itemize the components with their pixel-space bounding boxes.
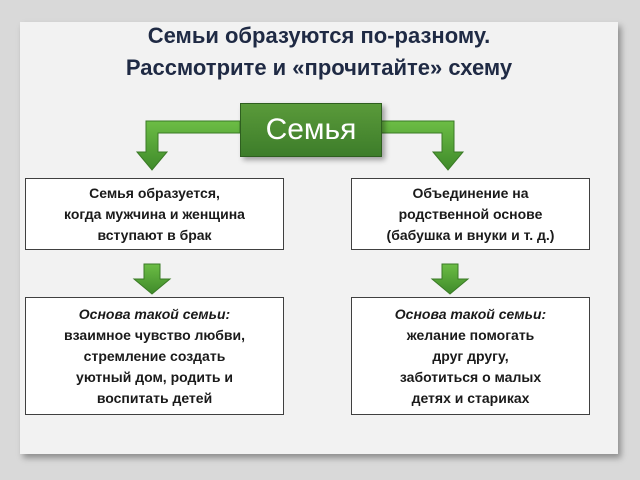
left-top-line-2: когда мужчина и женщина [64, 205, 245, 222]
right-top-line-1: Объединение на [412, 184, 529, 201]
right-down-arrow [430, 263, 470, 295]
left-top-box: Семья образуется, когда мужчина и женщин… [25, 178, 284, 250]
left-bottom-box: Основа такой семьи: взаимное чувство люб… [25, 297, 284, 415]
title-line-2: Рассмотрите и «прочитайте» схему [125, 55, 513, 80]
right-elbow-arrow [379, 120, 465, 171]
right-bottom-line-3: заботиться о малых [399, 368, 542, 385]
left-bottom-line-4: воспитать детей [96, 389, 213, 406]
left-bottom-line-2: стремление создать [83, 347, 226, 364]
right-bottom-heading: Основа такой семьи: [394, 305, 547, 322]
right-bottom-box: Основа такой семьи: желание помогать дру… [351, 297, 590, 415]
left-elbow-arrow [135, 120, 241, 171]
left-bottom-heading: Основа такой семьи: [78, 305, 231, 322]
right-bottom-line-2: друг другу, [432, 347, 509, 364]
left-top-line-1: Семья образуется, [89, 184, 220, 201]
right-top-box: Объединение на родственной основе (бабуш… [351, 178, 590, 250]
title-line-1: Семьи образуются по-разному. [147, 23, 491, 48]
left-down-arrow [132, 263, 172, 295]
right-top-line-2: родственной основе [398, 205, 543, 222]
right-bottom-line-1: желание помогать [406, 326, 535, 343]
root-node-family: Семья [240, 103, 382, 157]
right-top-line-3: (бабушка и внуки и т. д.) [386, 226, 555, 243]
left-top-line-3: вступают в брак [97, 226, 212, 243]
slide-title: Семьи образуются по-разному. Рассмотрите… [20, 20, 618, 84]
left-bottom-line-1: взаимное чувство любви, [64, 326, 245, 343]
left-bottom-line-3: уютный дом, родить и [76, 368, 233, 385]
right-bottom-line-4: детях и стариках [411, 389, 530, 406]
